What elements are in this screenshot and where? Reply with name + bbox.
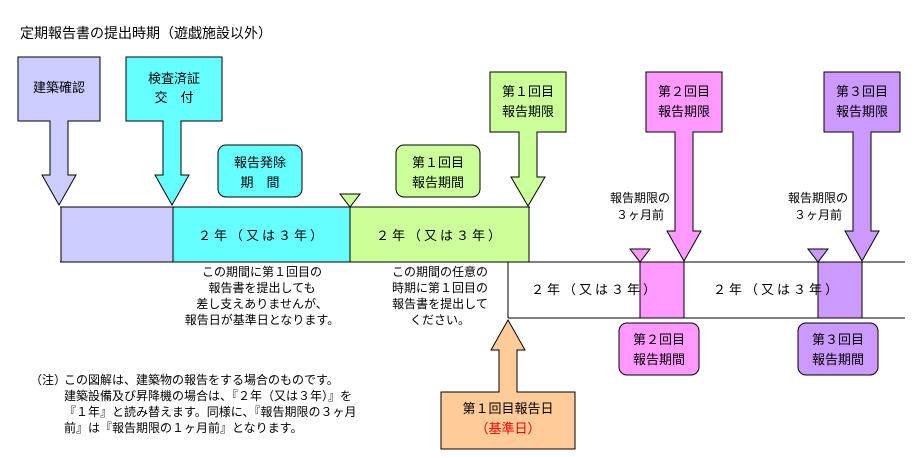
marker-triangle-third <box>806 248 830 263</box>
period-label-3: ２年（又は３年） <box>531 283 659 298</box>
marker-triangle-second <box>628 248 652 263</box>
note-exemption-line3: 差し支えありませんが、 <box>196 296 327 311</box>
callout-first-deadline: 第１回目 報告期限 <box>489 71 567 207</box>
segment-first-report-period <box>349 206 530 263</box>
period-label-2: ２年（又は３年） <box>376 229 504 244</box>
box-second-period-line2: 報告期間 <box>633 353 685 368</box>
note-first-period-line2: 時期に第１回目の <box>392 281 488 295</box>
box-third-report-period: 第３回目 報告期間 <box>797 322 879 376</box>
note-first-period-line4: ください。 <box>410 313 470 327</box>
box-exemption-period: 報告発除 期 間 <box>217 144 303 198</box>
period-label-1: ２年（又は３年） <box>198 229 326 244</box>
three-months-before-3-line1: 報告期限の <box>788 191 848 205</box>
box-exemption-line2: 期 間 <box>240 176 279 191</box>
note-exemption-line2: 報告書を提出しても <box>208 280 315 295</box>
box-second-report-period: 第２回目 報告期間 <box>618 322 700 376</box>
callout-second-deadline-line1: 第２回目 <box>658 85 710 100</box>
footnote-line2: 建築設備及び昇降機の場合は、『２年（又は３年）』を <box>64 388 352 403</box>
callout-building-confirmation-label: 建築確認 <box>33 80 85 96</box>
footnote-label: （注） <box>30 372 66 387</box>
box-first-report-period: 第１回目 報告期間 <box>395 144 481 198</box>
callout-report-date-line2: （基準日） <box>475 421 540 437</box>
callout-inspection-certificate: 検査済証 交 付 <box>125 56 223 207</box>
callout-inspection-line1: 検査済証 <box>148 71 200 87</box>
note-exemption-line1: この期間に第１回目の <box>202 265 322 279</box>
diagram-title: 定期報告書の提出時期（遊戯施設以外） <box>20 26 272 42</box>
callout-second-deadline: 第２回目 報告期限 <box>645 71 723 263</box>
callout-third-deadline: 第３回目 報告期限 <box>823 71 901 263</box>
segment-exemption-period <box>172 206 351 263</box>
callout-inspection-line2: 交 付 <box>154 90 193 106</box>
callout-third-deadline-line1: 第３回目 <box>836 85 888 100</box>
callout-building-confirmation: 建築確認 <box>17 56 101 207</box>
callout-second-deadline-line2: 報告期限 <box>658 105 710 120</box>
box-first-period-line1: 第１回目 <box>412 156 464 171</box>
three-months-before-3-line2: ３ヶ月前 <box>794 207 842 222</box>
footnote-line3: 『１年』と読み替えます。同様に、『報告期限の３ヶ月 <box>64 404 356 419</box>
callout-first-deadline-line2: 報告期限 <box>502 105 554 120</box>
three-months-before-2-line2: ３ヶ月前 <box>616 207 664 222</box>
box-second-period-line1: 第２回目 <box>633 333 685 348</box>
footnote-line1: この図解は、建築物の報告をする場合のものです。 <box>64 372 339 387</box>
callout-third-deadline-line2: 報告期限 <box>836 105 888 120</box>
segment-third-report-window <box>817 261 863 319</box>
segment-initial <box>60 206 174 263</box>
note-first-period-line3: 報告書を提出して <box>392 296 488 311</box>
three-months-before-2-line1: 報告期限の <box>610 191 670 205</box>
marker-triangle-start-period <box>338 193 362 208</box>
period-label-4: ２年（又は３年） <box>713 283 841 298</box>
box-exemption-line1: 報告発除 <box>234 156 286 171</box>
box-third-period-line2: 報告期間 <box>812 353 864 368</box>
segment-second-report-window <box>639 261 685 319</box>
note-first-period-line1: この期間の任意の <box>392 264 488 279</box>
box-first-period-line2: 報告期間 <box>412 176 464 191</box>
note-exemption-line4: 報告日が基準日となります。 <box>185 312 339 327</box>
callout-report-date-line1: 第１回目報告日 <box>462 402 553 417</box>
callout-first-deadline-line1: 第１回目 <box>502 85 554 100</box>
footnote-line4: 前』は『報告期限の１ヶ月前』となります。 <box>64 420 302 435</box>
callout-first-report-date: 第１回目報告日 （基準日） <box>440 318 576 450</box>
box-third-period-line1: 第３回目 <box>812 333 864 348</box>
